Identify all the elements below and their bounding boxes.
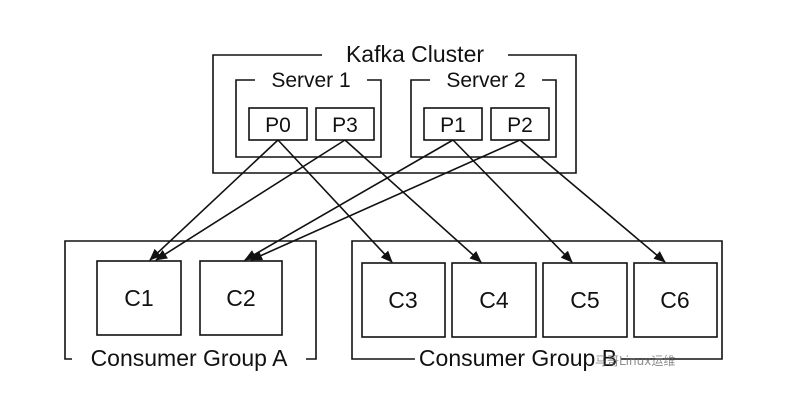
arrow-p2-c6 [519, 139, 666, 263]
server-label: Server 1 [271, 69, 350, 92]
group-label: Consumer Group B [419, 345, 617, 371]
server-1: Server 1 P0 P3 [235, 69, 382, 158]
group-label: Consumer Group A [91, 345, 289, 371]
arrow-p1-c2 [244, 139, 454, 261]
watermark: 马哥Linux运维 [595, 354, 676, 368]
partition-label: P2 [507, 114, 533, 137]
arrow-p0-c3 [277, 139, 393, 263]
label-backdrop [414, 345, 622, 371]
consumer-c2 [199, 260, 283, 336]
arrow-p3-c1 [155, 139, 346, 261]
kafka-cluster: Kafka Cluster [212, 41, 577, 174]
consumer-c5 [542, 262, 628, 338]
consumer-label: C2 [226, 285, 255, 311]
arrow-p3-c4 [344, 139, 482, 263]
cluster-title: Kafka Cluster [346, 41, 484, 67]
consumer-label: C4 [479, 287, 509, 313]
consumer-group-b: Consumer Group B C3 C4 C5 C6 [351, 240, 723, 371]
label-backdrop [86, 345, 293, 371]
consumer-label: C3 [388, 287, 417, 313]
label-backdrop [267, 69, 355, 92]
consumer-c6 [633, 262, 718, 338]
consumer-label: C1 [124, 285, 153, 311]
assignment-arrows [149, 139, 666, 263]
arrow-p1-c5 [452, 139, 573, 263]
consumer-c3 [361, 262, 446, 338]
label-backdrop [442, 69, 530, 92]
server-label: Server 2 [446, 69, 525, 92]
consumer-label: C6 [660, 287, 689, 313]
consumer-label: C5 [570, 287, 599, 313]
partition-label: P3 [332, 114, 358, 137]
server-2: Server 2 P1 P2 [410, 69, 557, 158]
arrow-p2-c2 [250, 139, 521, 261]
consumer-c4 [451, 262, 537, 338]
label-backdrop [341, 41, 489, 67]
partition-label: P1 [440, 114, 466, 137]
consumer-c1 [96, 260, 182, 336]
arrow-p0-c1 [149, 139, 279, 261]
partition-label: P0 [265, 114, 291, 137]
consumer-group-a: Consumer Group A C1 C2 [64, 240, 317, 371]
